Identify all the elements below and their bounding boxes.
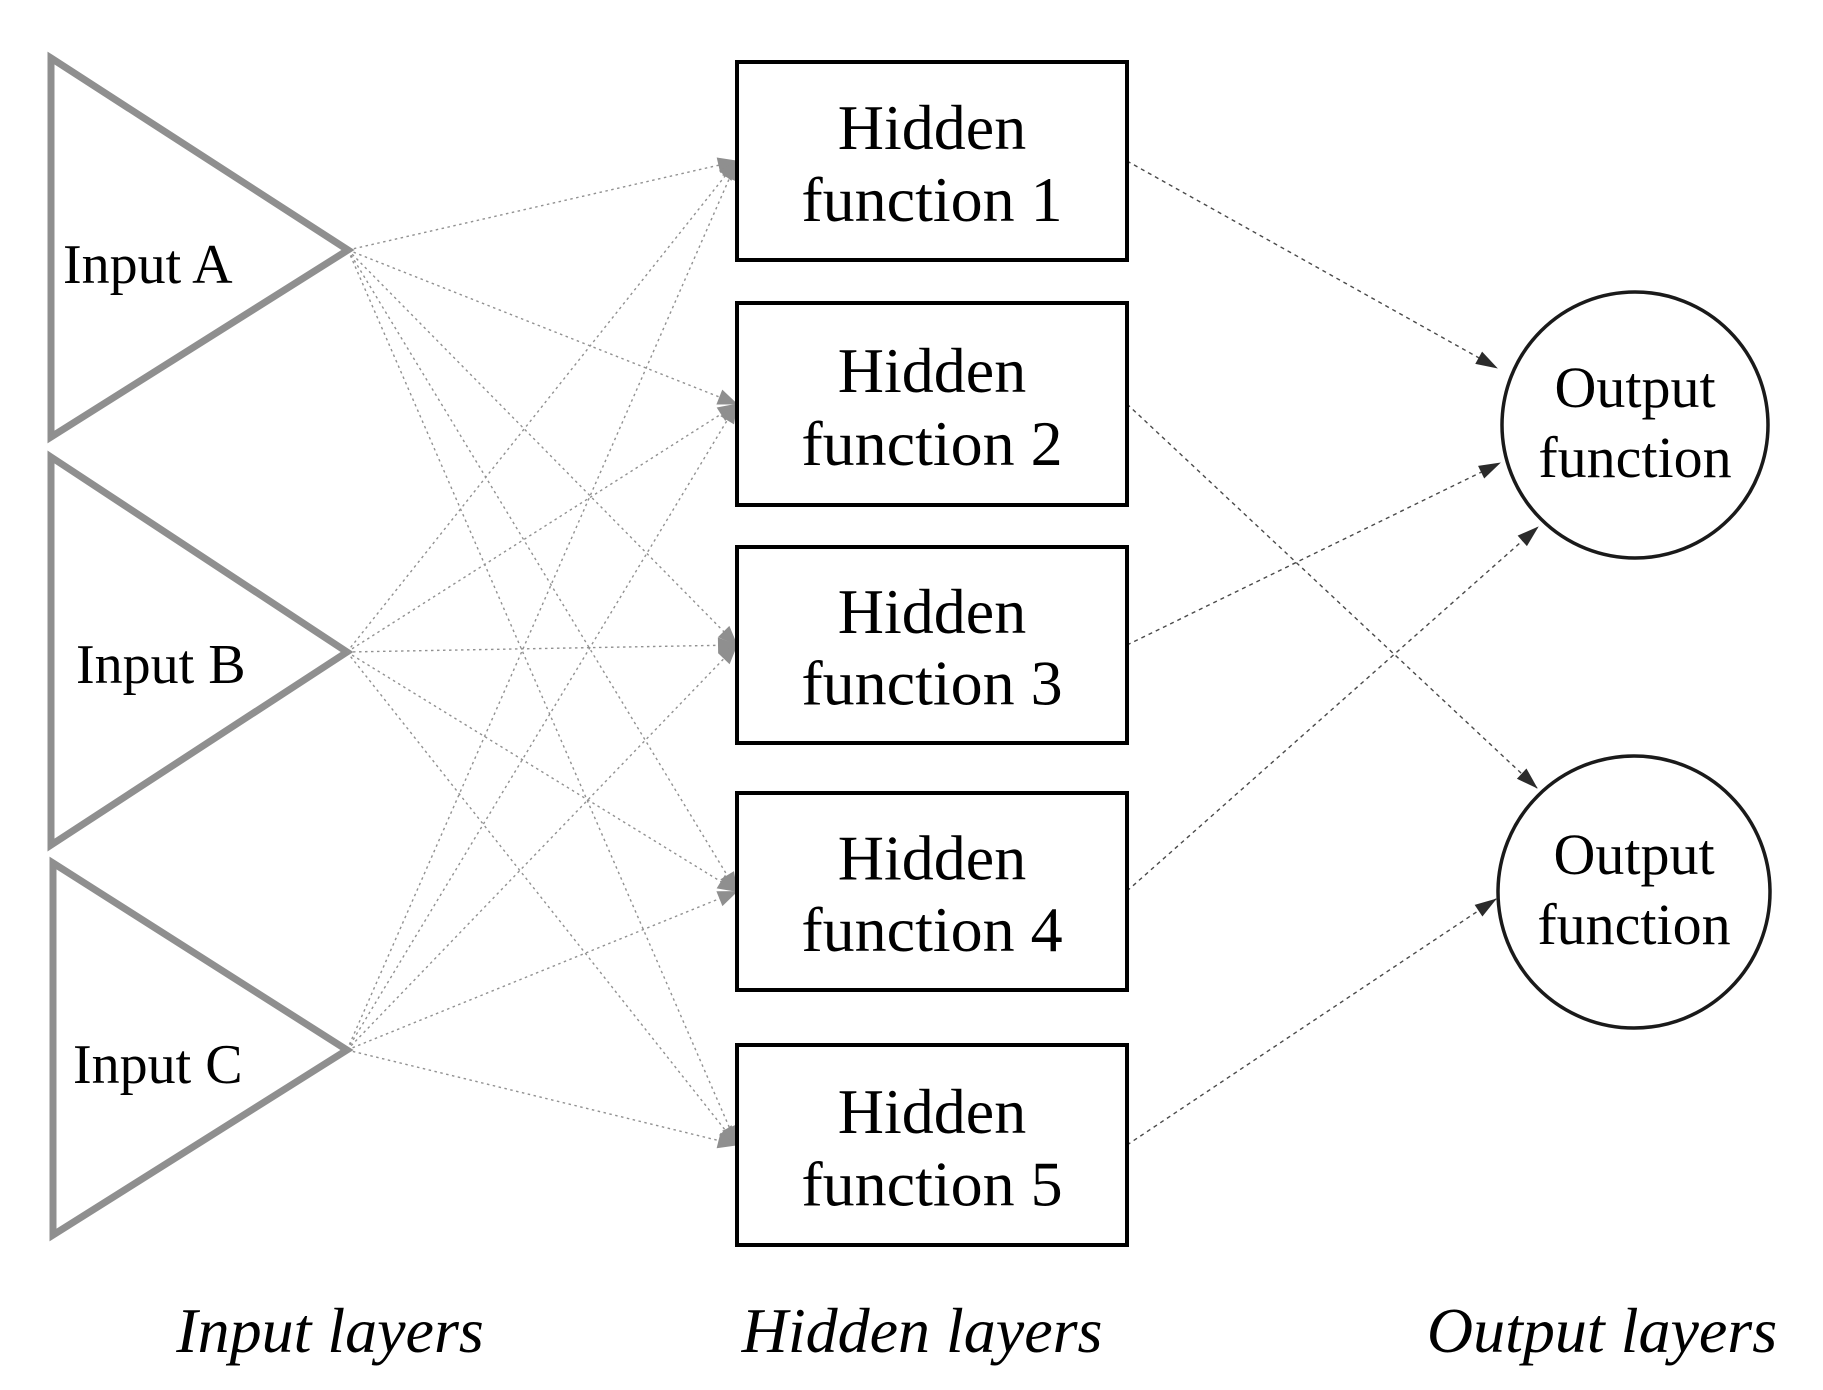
connection-input-a-to-h5 xyxy=(347,249,738,1146)
input-label-b: Input B xyxy=(76,634,246,696)
connection-input-b-to-h2 xyxy=(346,403,738,653)
hidden-box-5 xyxy=(735,1043,1129,1247)
column-label-output-layers: Output layers xyxy=(1427,1295,1777,1366)
connection-input-b-to-h4 xyxy=(346,651,738,893)
input-triangle-c xyxy=(49,856,354,1242)
hidden-box-1-label-line2: function 1 xyxy=(801,164,1062,235)
hidden-box-4-label-line1: Hidden xyxy=(838,823,1026,894)
connection-input-c-to-h4 xyxy=(346,890,738,1051)
hidden-box-2-label-line2: function 2 xyxy=(801,408,1062,479)
connection-input-c-to-h3 xyxy=(346,644,738,1051)
connection-input-a-to-h2 xyxy=(347,249,738,405)
connection-input-a-to-h1 xyxy=(347,157,738,251)
connection-input-a-to-h3 xyxy=(347,249,738,646)
hidden-box-5-label-line1: Hidden xyxy=(838,1076,1026,1147)
hidden-box-1 xyxy=(735,60,1129,262)
hidden-box-4-label-line2: function 4 xyxy=(801,894,1062,965)
connection-h4-to-o1 xyxy=(1126,526,1539,892)
connection-input-b-to-h5 xyxy=(346,651,738,1146)
input-label-c: Input C xyxy=(73,1034,243,1096)
connection-h1-to-o1 xyxy=(1126,160,1498,369)
hidden-box-5-label-line2: function 5 xyxy=(801,1149,1062,1220)
input-label-a: Input A xyxy=(63,234,233,296)
hidden-box-2-label-line1: Hidden xyxy=(838,335,1026,406)
output-circle-1-label-line2: function xyxy=(1538,425,1731,490)
connection-input-b-to-h3 xyxy=(346,637,738,654)
hidden-box-3-label-line1: Hidden xyxy=(838,576,1026,647)
hidden-box-2 xyxy=(735,301,1129,507)
connection-h3-to-o1 xyxy=(1126,462,1501,646)
connection-h2-to-o2 xyxy=(1126,403,1538,789)
column-label-input-layers: Input layers xyxy=(175,1295,484,1366)
input-triangle-a xyxy=(47,51,355,444)
hidden-box-3 xyxy=(735,545,1129,745)
output-circle-1-label-line1: Output xyxy=(1554,355,1715,420)
connection-input-c-to-h2 xyxy=(346,403,738,1051)
connection-input-c-to-h5 xyxy=(346,1049,738,1149)
hidden-box-1-label-line1: Hidden xyxy=(838,92,1026,163)
output-circle-2-label-line1: Output xyxy=(1553,822,1714,887)
connection-h5-to-o2 xyxy=(1126,898,1497,1146)
input-triangle-b xyxy=(47,450,354,852)
connection-input-c-to-h1 xyxy=(346,160,738,1051)
output-circle-2 xyxy=(1496,754,1772,1030)
hidden-box-3-label-line2: function 3 xyxy=(801,647,1062,718)
column-label-hidden-layers: Hidden layers xyxy=(741,1295,1103,1366)
output-circle-1 xyxy=(1500,290,1770,560)
connection-input-a-to-h4 xyxy=(347,249,738,893)
output-circle-2-label-line2: function xyxy=(1537,892,1730,957)
connection-input-b-to-h1 xyxy=(346,160,738,653)
hidden-box-4 xyxy=(735,791,1129,992)
